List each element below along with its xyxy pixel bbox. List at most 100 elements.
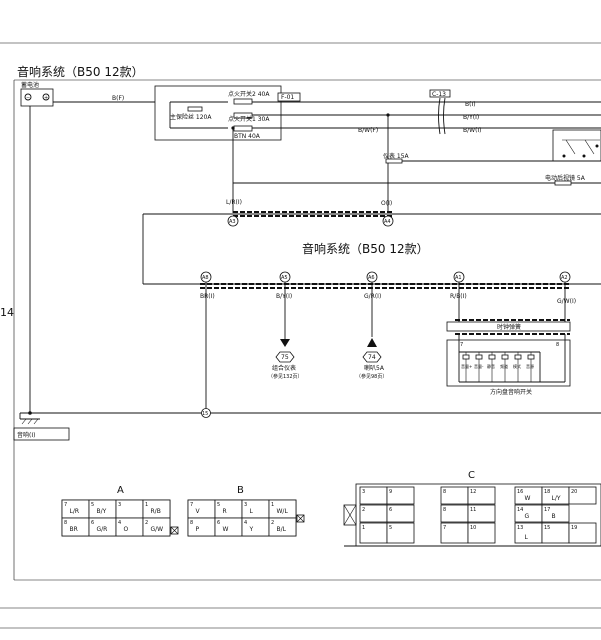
pin-number: 2 bbox=[145, 520, 148, 526]
svg-text:组合仪表: 组合仪表 bbox=[272, 364, 296, 372]
wire-label-lr: L/R(I) bbox=[226, 199, 242, 206]
connector-pin-cell: 19 bbox=[568, 522, 597, 544]
pin-number: 12 bbox=[470, 489, 476, 495]
connector-b-title: B bbox=[237, 485, 244, 496]
pin-wire-color: L/Y bbox=[552, 495, 561, 502]
pin-number: 3 bbox=[362, 489, 365, 495]
pin-number: 8 bbox=[443, 489, 446, 495]
fuse-btn bbox=[233, 125, 253, 132]
pin-number: 13 bbox=[517, 525, 523, 531]
connector-pin-cell: 9 bbox=[386, 486, 415, 505]
svg-text:A3: A3 bbox=[229, 219, 236, 225]
pin-wire-color: Y bbox=[249, 526, 254, 533]
connector-pin-cell: 15 bbox=[541, 522, 570, 544]
connector-pin-cell: 6 bbox=[386, 504, 415, 523]
battery-terminal-pos bbox=[42, 93, 50, 101]
pin-number: 14 bbox=[517, 507, 523, 513]
switch-button: 音量- bbox=[474, 352, 484, 382]
audio-pin-a1: A1 bbox=[453, 271, 465, 283]
connector-pin-cell: 2 bbox=[359, 504, 388, 523]
pin-wire-color: L/R bbox=[70, 508, 80, 515]
clock-spring: 时钟弹簧 bbox=[446, 319, 571, 335]
fuse-box: F-01 主保险丝 120A 点火开关2 40A 点火开关1 30A BTN 4… bbox=[154, 85, 301, 141]
connector-pin-cell: 14G bbox=[514, 504, 543, 523]
connector-pin-cell: 12 bbox=[467, 486, 496, 505]
audio-pin-a6: A6 bbox=[366, 271, 378, 283]
svg-text:喇叭5A: 喇叭5A bbox=[364, 364, 385, 372]
page-title: 音响系统（B50 12款） bbox=[17, 64, 144, 79]
pin-wire-color: W/L bbox=[277, 508, 289, 515]
pin-number: 3 bbox=[118, 502, 121, 508]
connector-pin-cell: 5R bbox=[214, 499, 243, 519]
connector-b-latch-icon bbox=[296, 514, 305, 523]
pin-number: 7 bbox=[190, 502, 193, 508]
page-side-number: 14 bbox=[0, 306, 14, 319]
audio-pin-a2: A2 bbox=[559, 271, 571, 283]
audio-unit-label: 音响系统（B50 12款） bbox=[302, 241, 429, 256]
pin-number: 1 bbox=[145, 502, 148, 508]
switch-button: 频道 bbox=[500, 352, 509, 382]
ground-symbol-icon bbox=[19, 413, 40, 425]
wire-label-right-by: B/Y(I) bbox=[463, 114, 479, 121]
connector-pin-cell: 1W/L bbox=[268, 499, 297, 519]
svg-text:15: 15 bbox=[202, 411, 208, 417]
connector-pin-cell: 6G/R bbox=[88, 517, 117, 537]
fuse-box-ref: F-01 bbox=[281, 94, 294, 101]
connector-pin-cell: 8 bbox=[440, 504, 469, 523]
connector-a-title: A bbox=[117, 485, 124, 496]
pin-wire-color: R/B bbox=[151, 508, 161, 515]
switch-button-label: 音源 bbox=[526, 363, 534, 369]
pin-number: 10 bbox=[470, 525, 476, 531]
connector-pin-cell: 13L bbox=[514, 522, 543, 544]
pin-number: 4 bbox=[118, 520, 121, 526]
connector-pin-cell: 1 bbox=[359, 522, 388, 544]
pin-number: 7 bbox=[443, 525, 446, 531]
fuse-main-120a bbox=[187, 106, 203, 112]
pin-number: 2 bbox=[271, 520, 274, 526]
connector-c-latch-icon bbox=[343, 504, 357, 526]
pin-number: 7 bbox=[64, 502, 67, 508]
svg-text:时钟弹簧: 时钟弹簧 bbox=[497, 323, 521, 331]
pin-number: 16 bbox=[517, 489, 523, 495]
pin-number: 15 bbox=[544, 525, 550, 531]
wire-label-right-b: B(I) bbox=[465, 101, 476, 108]
pin-wire-color: B bbox=[552, 513, 556, 520]
connector-pin-cell: 8BR bbox=[61, 517, 90, 537]
svg-text:（参见132页）: （参见132页） bbox=[268, 373, 303, 380]
pin-wire-color: B/L bbox=[277, 526, 287, 533]
pin-number: 8 bbox=[190, 520, 193, 526]
fuse-ign1-label: 点火开关1 30A bbox=[228, 115, 270, 123]
svg-text:A1: A1 bbox=[455, 275, 462, 281]
connector-a-latch-icon bbox=[170, 526, 179, 535]
ref-horn: 74 喇叭5A （参见98页） bbox=[356, 351, 387, 380]
pin-number: 11 bbox=[470, 507, 476, 513]
connector-pin-cell: 7V bbox=[187, 499, 216, 519]
switch-button-label: 音量+ bbox=[461, 363, 472, 369]
pin-number: 17 bbox=[544, 507, 550, 513]
pin-wire-color: G/R bbox=[97, 526, 108, 533]
connector-pin-cell: 7L/R bbox=[61, 499, 90, 519]
svg-text:A4: A4 bbox=[384, 219, 391, 225]
pin-wire-color: R bbox=[223, 508, 227, 515]
fuse-ign2-label: 点火开关2 40A bbox=[228, 90, 270, 98]
wire-label-batt-main: B(F) bbox=[112, 95, 124, 102]
pin-number: 4 bbox=[244, 520, 247, 526]
connector-pin-cell: 4Y bbox=[241, 517, 270, 537]
arrow-up-icon bbox=[367, 338, 377, 347]
pin-number: 8 bbox=[443, 507, 446, 513]
switch-button: 模式 bbox=[513, 352, 522, 382]
audio-pin-a5: A5 bbox=[279, 271, 291, 283]
audio-unit: 音响系统（B50 12款） bbox=[142, 211, 601, 289]
fuse-ign2 bbox=[233, 98, 253, 105]
connector-pin-cell: 3 bbox=[115, 499, 144, 519]
connector-pin-cell: 8 bbox=[440, 486, 469, 505]
pin-wire-color: G bbox=[525, 513, 530, 520]
arrow-down-icon bbox=[280, 339, 290, 347]
pin-number: 9 bbox=[389, 489, 392, 495]
svg-text:A8: A8 bbox=[202, 275, 209, 281]
connector-c13: C-13 bbox=[432, 91, 446, 98]
footer-tag: 音响(I) bbox=[17, 431, 35, 439]
switch-button: 音量+ bbox=[461, 352, 472, 382]
